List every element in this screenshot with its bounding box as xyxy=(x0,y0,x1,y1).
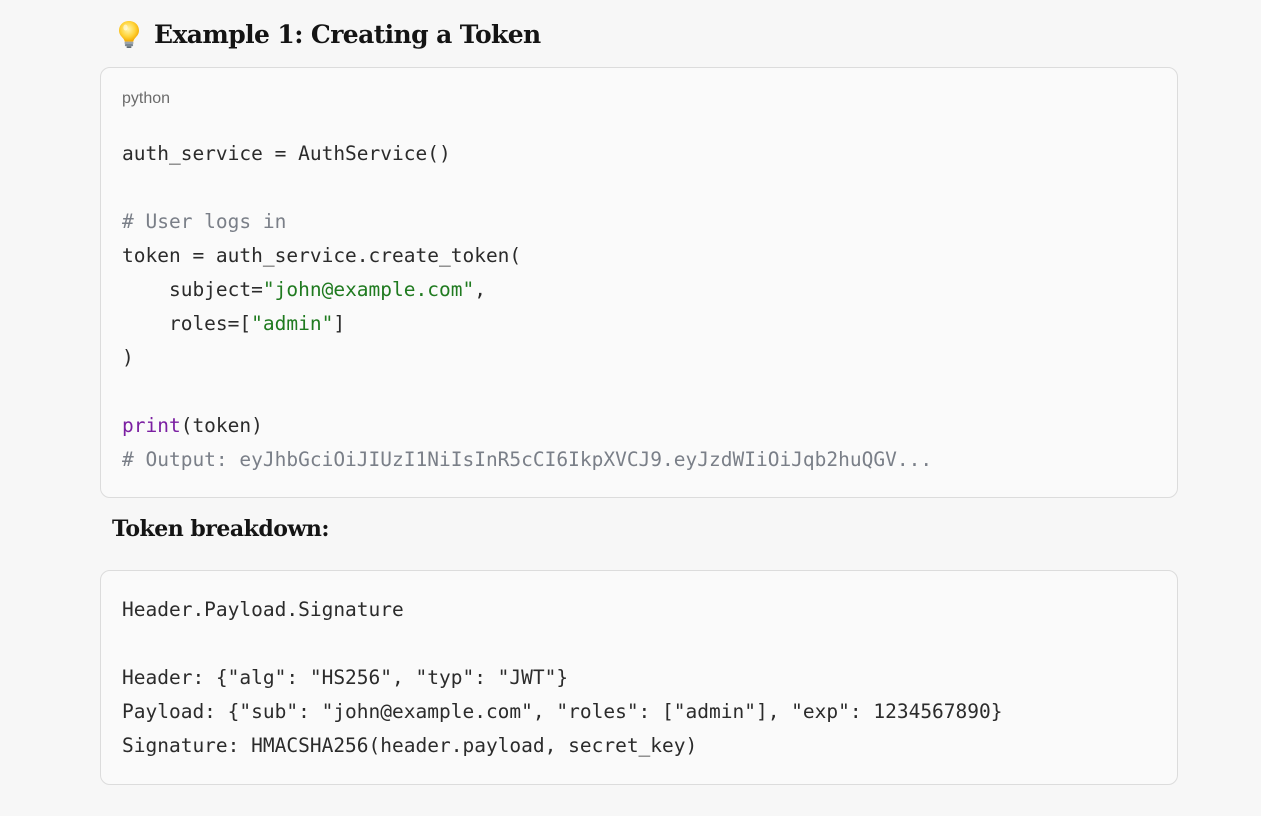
code-block-python: python auth_service = AuthService() # Us… xyxy=(100,67,1178,498)
code-line: ) xyxy=(122,346,134,369)
code-builtin: print xyxy=(122,414,181,437)
code-line: Payload: {"sub": "john@example.com", "ro… xyxy=(122,700,1003,723)
code-punct: , xyxy=(474,278,486,301)
code-content: auth_service = AuthService() # User logs… xyxy=(122,137,932,477)
code-line: Header: {"alg": "HS256", "typ": "JWT"} xyxy=(122,666,569,689)
code-line: auth_service = AuthService() xyxy=(122,142,451,165)
code-comment: # User logs in xyxy=(122,210,287,233)
code-line: Header.Payload.Signature xyxy=(122,598,404,621)
code-line: token = auth_service.create_token( xyxy=(122,244,522,267)
code-key: roles=[ xyxy=(122,312,252,335)
code-punct: ] xyxy=(333,312,346,335)
code-string: "john@example.com" xyxy=(262,278,475,301)
code-line: Signature: HMACSHA256(header.payload, se… xyxy=(122,734,698,757)
code-comment: # Output: eyJhbGciOiJIUzI1NiIsInR5cCI6Ik… xyxy=(122,448,933,471)
code-key: subject= xyxy=(122,278,263,301)
code-string: "admin" xyxy=(251,312,334,335)
code-block-breakdown: Header.Payload.Signature Header: {"alg":… xyxy=(100,570,1178,785)
code-content: Header.Payload.Signature Header: {"alg":… xyxy=(122,593,1003,763)
code-language-label: python xyxy=(122,90,171,107)
lightbulb-icon xyxy=(119,21,139,48)
section-title: Example 1: Creating a Token xyxy=(154,19,541,49)
section-heading: Example 1: Creating a Token xyxy=(116,14,541,54)
code-line: (token) xyxy=(180,414,263,437)
breakdown-heading: Token breakdown: xyxy=(112,516,330,542)
